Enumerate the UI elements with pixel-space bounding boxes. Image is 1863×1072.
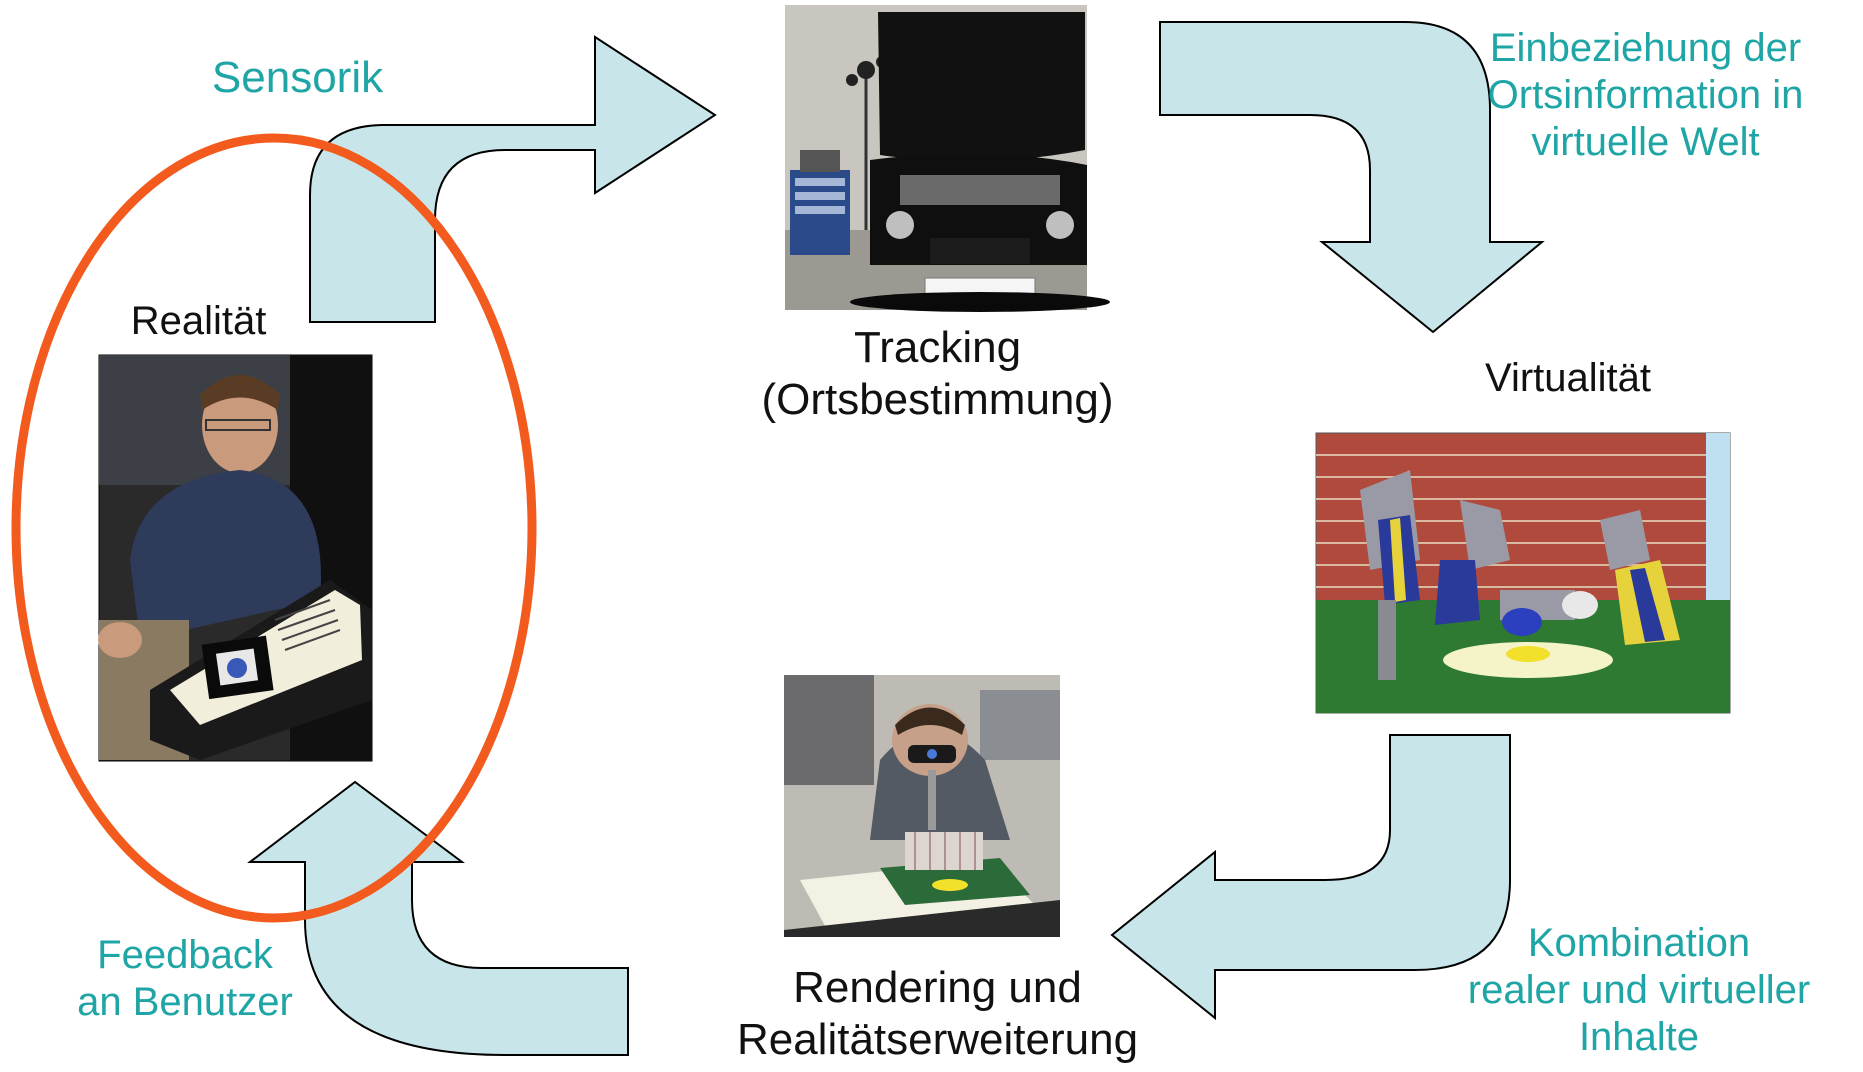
einbeziehung-label: Einbeziehung der Ortsinformation in virt… [1428, 25, 1863, 167]
tracking-label-line2: (Ortsbestimmung) [761, 374, 1114, 424]
arrow-einbeziehung [1159, 21, 1545, 334]
einbeziehung-label-line1: Einbeziehung der [1489, 26, 1802, 70]
rendering-label: Rendering und Realitätserweiterung [700, 962, 1175, 1066]
sensorik-label: Sensorik [211, 53, 384, 102]
rendering-label-line1: Rendering und [793, 963, 1082, 1012]
virtuality-photo [1315, 432, 1731, 714]
kombination-label-line3: Inhalte [1578, 1015, 1700, 1060]
arrow-kombination [1110, 734, 1511, 1021]
tracking-label: Tracking (Ortsbestimmung) [700, 322, 1175, 426]
rendering-photo [784, 675, 1060, 937]
tracking-label-line1: Tracking [853, 323, 1022, 372]
feedback-label: Feedback an Benutzer [40, 932, 330, 1026]
kombination-label-line1: Kombination [1527, 921, 1751, 965]
einbeziehung-label-line3: virtuelle Welt [1531, 120, 1760, 165]
feedback-label-line2: an Benutzer [77, 980, 293, 1025]
feedback-label-line1: Feedback [97, 933, 273, 977]
kombination-label-line2: realer und virtueller [1467, 968, 1811, 1013]
reality-photo [98, 354, 373, 762]
virtualitaet-label: Virtualität [1484, 356, 1651, 400]
realitaet-label: Realität [130, 299, 267, 343]
arrow-sensorik [309, 35, 717, 323]
rendering-label-line2: Realitätserweiterung [736, 1014, 1139, 1064]
einbeziehung-label-line2: Ortsinformation in [1487, 73, 1804, 118]
tracking-photo [785, 5, 1110, 312]
arrow-feedback [247, 780, 629, 1056]
kombination-label: Kombination realer und virtueller Inhalt… [1415, 920, 1863, 1062]
reality-highlight-ellipse [11, 133, 537, 923]
